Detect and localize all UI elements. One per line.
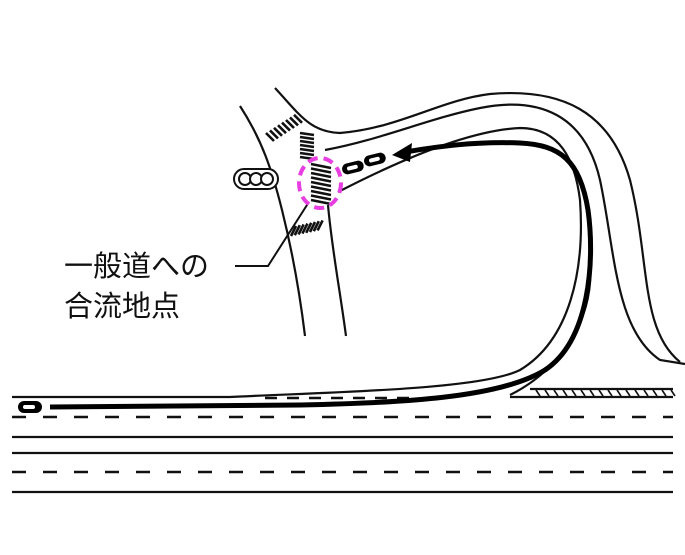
crosswalk-stripe bbox=[308, 221, 317, 233]
hatch-stripe bbox=[670, 389, 676, 397]
hatch-stripe bbox=[661, 389, 667, 397]
hatch-stripe bbox=[625, 389, 631, 397]
crosswalk-stripe bbox=[310, 171, 332, 179]
crosswalk-stripe bbox=[289, 116, 299, 127]
traffic-light-icon bbox=[233, 168, 279, 190]
crosswalk-stripe bbox=[312, 220, 320, 232]
ramp-outer-edge bbox=[274, 87, 681, 363]
crosswalk-stripe bbox=[299, 147, 315, 153]
merge-point-label-line2: 合流地点 bbox=[64, 289, 181, 323]
hatch-stripe bbox=[589, 389, 595, 397]
hatch-stripe bbox=[562, 389, 568, 397]
leader-line bbox=[235, 204, 308, 267]
hatch-stripe bbox=[598, 389, 604, 397]
route-arrow bbox=[49, 140, 594, 410]
crosswalk-stripe bbox=[310, 189, 332, 197]
hatch-stripe bbox=[553, 389, 559, 397]
crosswalk-stripe bbox=[305, 222, 313, 234]
hatch-stripe bbox=[616, 389, 622, 397]
crosswalk-stripe bbox=[297, 223, 305, 235]
ramp-inner-edge bbox=[324, 103, 685, 366]
hatch-stripe bbox=[580, 389, 586, 397]
hatch-stripe bbox=[607, 389, 613, 397]
crosswalk-stripe bbox=[299, 143, 315, 149]
car-icon bbox=[364, 152, 386, 167]
crosswalk-stripe bbox=[269, 129, 279, 140]
crosswalk-stripe bbox=[299, 139, 315, 145]
cross-road-right-edge bbox=[326, 204, 348, 337]
crosswalk-stripe bbox=[310, 194, 332, 201]
lane-dashes bbox=[12, 396, 673, 474]
crosswalk-stripe bbox=[265, 132, 275, 142]
hatched-zone bbox=[535, 389, 676, 397]
crosswalk-stripe bbox=[310, 185, 332, 192]
hatch-stripe bbox=[544, 389, 550, 397]
crosswalk-stripe bbox=[273, 126, 283, 137]
car-icon bbox=[342, 160, 364, 175]
ramp-lower-edge bbox=[229, 126, 582, 399]
cross-road-left-edge bbox=[239, 105, 307, 337]
hatch-stripe bbox=[571, 389, 577, 397]
crosswalk-stripe bbox=[310, 180, 332, 188]
crosswalk-stripe bbox=[293, 113, 303, 124]
crosswalk-stripe bbox=[316, 219, 324, 231]
crosswalk-stripe bbox=[310, 167, 332, 174]
hatch-stripe bbox=[535, 389, 541, 397]
crosswalk-stripe bbox=[281, 121, 291, 132]
crosswalks bbox=[265, 113, 332, 237]
crosswalk-stripe bbox=[293, 224, 301, 236]
car-icon bbox=[18, 401, 42, 413]
hatch-stripe bbox=[652, 389, 658, 397]
crosswalk-stripe bbox=[285, 119, 295, 129]
crosswalk-stripe bbox=[301, 223, 309, 235]
crosswalk-stripe bbox=[277, 124, 287, 135]
merge-point-highlight bbox=[297, 156, 343, 210]
crosswalk-stripe bbox=[299, 151, 315, 157]
hatch-stripe bbox=[634, 389, 640, 397]
crosswalk-stripe bbox=[310, 162, 332, 170]
crosswalk-stripe bbox=[299, 135, 315, 141]
crosswalk-stripe bbox=[299, 131, 315, 137]
direction-arrow-icon bbox=[392, 143, 412, 162]
crosswalk-stripe bbox=[289, 225, 298, 237]
crosswalk-stripe bbox=[310, 176, 332, 183]
hatch-stripe bbox=[643, 389, 649, 397]
merge-point-label-line1: 一般道への bbox=[64, 249, 210, 283]
crosswalk-stripe bbox=[310, 198, 332, 206]
